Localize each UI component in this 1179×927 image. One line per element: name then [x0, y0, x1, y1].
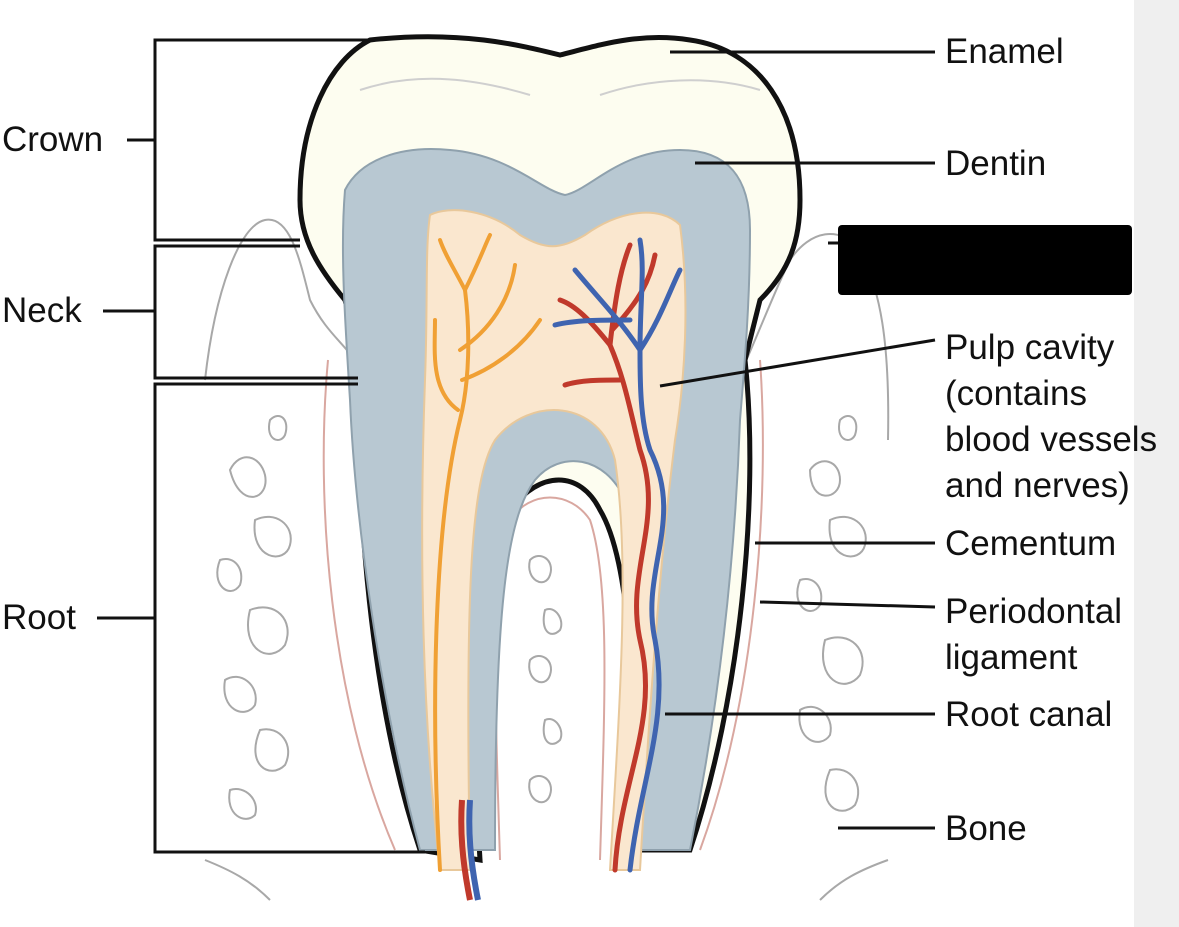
bone-label: Bone — [945, 809, 1027, 848]
periodontal-ligament-label: Periodontal ligament — [945, 592, 1123, 677]
root-label: Root — [2, 598, 76, 637]
pulp-leader — [659, 338, 936, 388]
neck-label: Neck — [2, 291, 82, 330]
right-edge-strip — [1134, 0, 1179, 927]
gum-left-outline — [204, 218, 356, 381]
cementum-label: Cementum — [945, 524, 1117, 563]
leader-lines — [659, 50, 936, 830]
crown-label: Crown — [2, 120, 104, 159]
vein — [552, 237, 683, 873]
enamel-texture — [359, 77, 761, 96]
redaction-box — [838, 225, 1132, 295]
nerve-branches — [432, 233, 542, 872]
pulp-cavity-label: Pulp cavity (contains blood vessels and … — [945, 328, 1158, 505]
root-apex-vessels — [458, 799, 481, 901]
root-canal-label: Root canal — [945, 695, 1113, 734]
gum-right-outline — [741, 233, 890, 441]
region-brackets — [97, 38, 425, 854]
periodontal-leader — [759, 600, 936, 609]
dentin-label: Dentin — [945, 144, 1047, 183]
enamel-label: Enamel — [945, 32, 1064, 71]
